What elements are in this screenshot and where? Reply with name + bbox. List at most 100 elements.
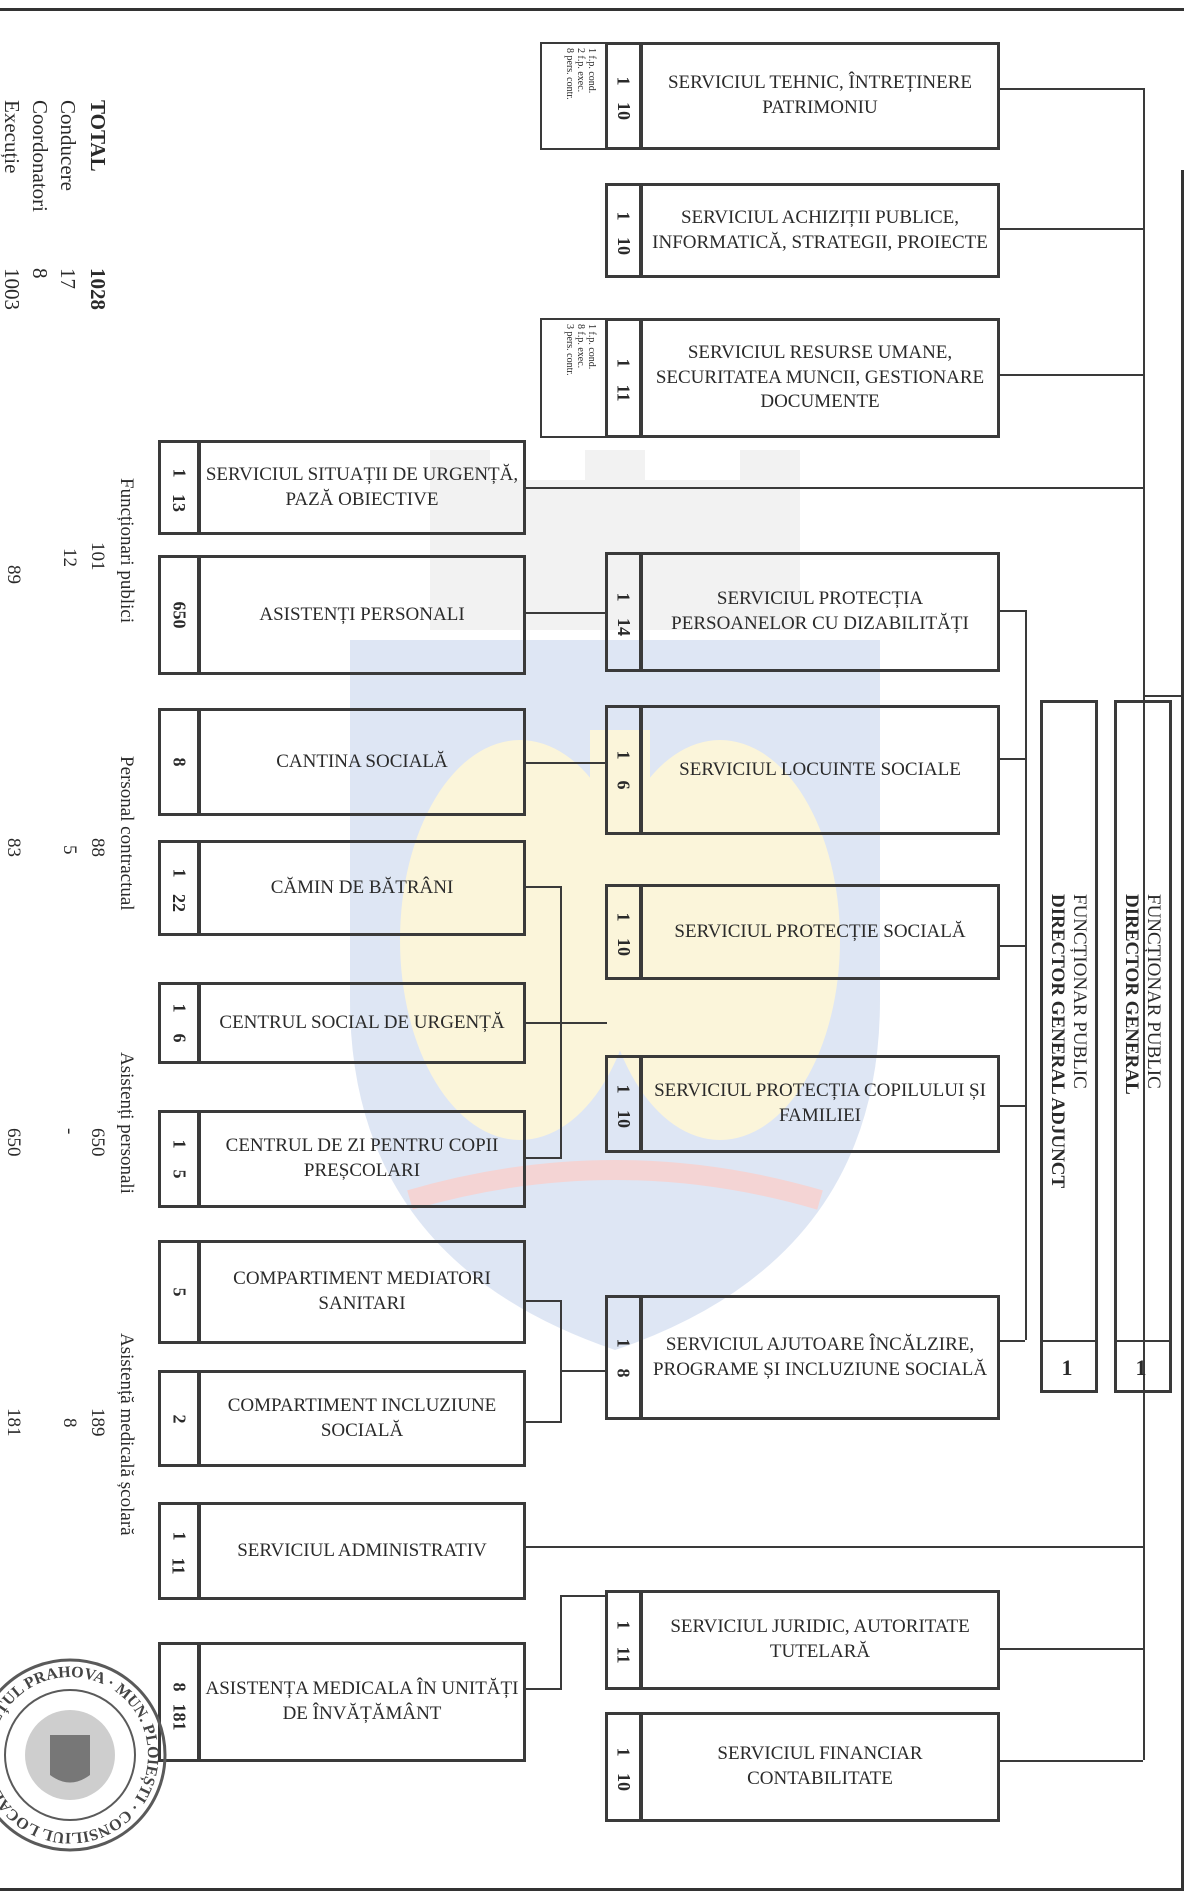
- connector-situatii-urgenta: [525, 487, 1143, 489]
- category-asistenta-medicala-v2: 8: [59, 1418, 80, 1428]
- director-general-separator: [1117, 1340, 1169, 1342]
- service-box-resurse-umane: SERVICIUL RESURSE UMANE, SECURITATEA MUN…: [640, 318, 1000, 438]
- service-box-cantina: CANTINA SOCIALĂ: [198, 708, 526, 816]
- director-adjunct-count: 1: [1061, 1355, 1073, 1380]
- count-box-asistenti: 650: [158, 555, 200, 675]
- service-box-camin: CĂMIN DE BĂTRÂNI: [198, 840, 526, 936]
- director-general-count: 1: [1135, 1355, 1147, 1380]
- connector-camin: [525, 886, 562, 888]
- total-label: TOTAL: [86, 100, 110, 172]
- connector-incluziune: [525, 1421, 562, 1423]
- category-personal-contractual: Personal contractual: [116, 756, 137, 911]
- staff-notes-resurse-umane: 1 f.p. cond. 8 f.p. exec. 3 pers. contr.: [540, 318, 607, 438]
- category-functionari-v2: 12: [59, 548, 80, 567]
- service-box-tehnic: SERVICIUL TEHNIC, ÎNTREȚINERE PATRIMONIU: [640, 42, 1000, 150]
- service-box-ajutoare: SERVICIUL AJUTOARE ÎNCĂLZIRE, PROGRAME Ș…: [640, 1295, 1000, 1420]
- connector-protectia-copilului: [998, 1105, 1025, 1107]
- connector-resurse-umane: [998, 374, 1143, 376]
- count-box-cantina: 8: [158, 708, 200, 816]
- count-box-mediatori: 5: [158, 1240, 200, 1344]
- connector-centrul-social: [525, 1022, 607, 1024]
- service-box-protectie-sociala: SERVICIUL PROTECȚIE SOCIALĂ: [640, 884, 1000, 980]
- bracket-ajutoare: [560, 1300, 562, 1423]
- connector-asistenta-medicala-top: [560, 1595, 607, 1597]
- director-adjunct-separator: [1043, 1340, 1095, 1342]
- service-box-locuinte: SERVICIUL LOCUINTE SOCIALE: [640, 705, 1000, 835]
- conducere-value: 17: [56, 268, 80, 289]
- service-box-centrul-social: CENTRUL SOCIAL DE URGENȚĂ: [198, 982, 526, 1064]
- service-box-protectia-persoanelor: SERVICIUL PROTECȚIA PERSOANELOR CU DIZAB…: [640, 552, 1000, 672]
- category-functionari-v3: 89: [3, 565, 24, 584]
- category-asistenti-personali: Asistenți personali: [116, 1052, 137, 1194]
- category-personal-contractual-v1: 88: [87, 838, 108, 857]
- bracket-asistenta-medicala: [560, 1595, 562, 1690]
- connector-locuinte: [998, 758, 1025, 760]
- connector-tehnic: [998, 88, 1143, 90]
- connector-ajutoare-left: [560, 1370, 607, 1372]
- connector-ajutoare: [998, 1340, 1025, 1342]
- category-asistenta-medicala: Asistență medicală școlară: [116, 1333, 137, 1536]
- connector-protectie-sociala: [998, 945, 1025, 947]
- total-value: 1028: [86, 268, 110, 310]
- conducere-label: Conducere: [56, 100, 80, 191]
- service-box-situatii-urgenta: SERVICIUL SITUAȚII DE URGENȚĂ, PAZĂ OBIE…: [198, 440, 526, 535]
- category-asistenta-medicala-v1: 189: [87, 1408, 108, 1437]
- service-box-financiar: SERVICIUL FINANCIAR CONTABILITATE: [640, 1712, 1000, 1822]
- official-stamp: JUDEȚUL PRAHOVA · MUN. PLOIEȘTI · CONSIL…: [0, 1658, 167, 1852]
- service-box-mediatori: COMPARTIMENT MEDIATORI SANITARI: [198, 1240, 526, 1344]
- executie-value: 1003: [0, 268, 24, 310]
- category-personal-contractual-v3: 83: [3, 838, 24, 857]
- connector-asistenti: [525, 612, 607, 614]
- connector-achizitii: [998, 228, 1143, 230]
- connector-director-general: [1143, 695, 1181, 697]
- trunk-line-main: [1143, 88, 1145, 1760]
- category-functionari-v1: 101: [87, 542, 108, 571]
- director-adjunct-box: [1040, 700, 1098, 1393]
- connector-centrul-zi: [525, 1157, 562, 1159]
- coat-of-arms-watermark: [350, 450, 880, 1350]
- frame-bottom-border: [0, 1888, 1184, 1891]
- coordonatori-label: Coordonatori: [28, 100, 52, 212]
- service-box-administrativ: SERVICIUL ADMINISTRATIV: [198, 1502, 526, 1600]
- category-asistenti-personali-v2: -: [59, 1128, 80, 1135]
- coordonatori-value: 8: [28, 268, 52, 279]
- service-box-centrul-zi: CENTRUL DE ZI PENTRU COPII PREȘCOLARI: [198, 1110, 526, 1208]
- connector-cantina: [525, 762, 607, 764]
- category-functionari: Funcționari publici: [116, 478, 137, 624]
- frame-right-border: [1181, 170, 1184, 1888]
- service-box-asistenta-medicala: ASISTENȚA MEDICALA ÎN UNITĂȚI DE ÎNVĂȚĂM…: [198, 1642, 526, 1762]
- category-asistenta-medicala-v3: 181: [3, 1408, 24, 1437]
- service-box-asistenti: ASISTENȚI PERSONALI: [198, 555, 526, 675]
- service-box-protectia-copilului: SERVICIUL PROTECȚIA COPILULUI ȘI FAMILIE…: [640, 1055, 1000, 1153]
- connector-protectia-persoanelor: [998, 610, 1025, 612]
- count-box-incluziune: 2: [158, 1370, 200, 1467]
- connector-juridic: [998, 1648, 1143, 1650]
- service-box-achizitii: SERVICIUL ACHIZIȚII PUBLICE, INFORMATICĂ…: [640, 183, 1000, 278]
- connector-administrativ: [525, 1546, 1143, 1548]
- service-box-juridic: SERVICIUL JURIDIC, AUTORITATE TUTELARĂ: [640, 1590, 1000, 1690]
- category-personal-contractual-v2: 5: [59, 845, 80, 855]
- connector-asistenta-medicala: [525, 1688, 562, 1690]
- staff-notes-tehnic: 1 f.p. cond. 2 f.p. exec. 8 pers. contr.: [540, 42, 607, 150]
- trunk-line-adjunct: [1025, 610, 1027, 1340]
- category-asistenti-personali-v3: 650: [3, 1128, 24, 1157]
- service-box-incluziune: COMPARTIMENT INCLUZIUNE SOCIALĂ: [198, 1370, 526, 1467]
- director-general-box: [1114, 700, 1172, 1393]
- connector-mediatori: [525, 1300, 562, 1302]
